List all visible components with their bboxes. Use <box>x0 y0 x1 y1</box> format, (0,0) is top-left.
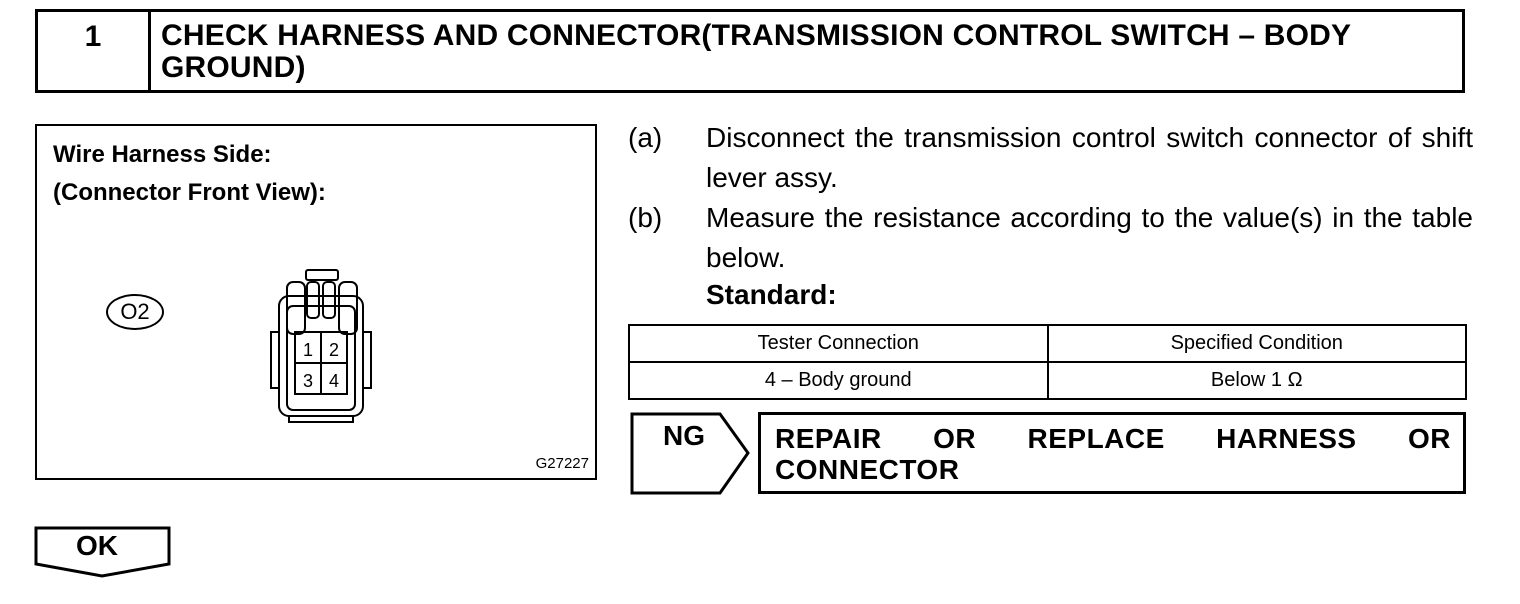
instruction-marker: (a) <box>628 122 663 153</box>
pin-label: 2 <box>329 340 339 360</box>
step-header: 1 CHECK HARNESS AND CONNECTOR(TRANSMISSI… <box>35 9 1465 93</box>
table-row: 4 – Body ground Below 1 Ω <box>628 361 1467 400</box>
instruction-b: (b) Measure the resistance according to … <box>628 198 1473 278</box>
connector-front-view-icon: 1 2 3 4 <box>270 269 372 423</box>
ok-label: OK <box>76 530 118 561</box>
step-number: 1 <box>38 12 151 90</box>
instruction-marker: (b) <box>628 202 663 233</box>
ok-arrow-icon <box>34 526 171 578</box>
instruction-a: (a) Disconnect the transmission control … <box>628 118 1473 198</box>
standard-label: Standard: <box>706 279 837 310</box>
ng-arrow-icon <box>630 412 750 495</box>
illustration-title-line1: Wire Harness Side: <box>53 141 272 168</box>
table-header-row: Tester Connection Specified Condition <box>628 324 1467 363</box>
pin-label: 4 <box>329 371 339 391</box>
table-header-cell: Specified Condition <box>1046 324 1467 363</box>
ng-action-box: REPAIR OR REPLACE HARNESS OR CONNECTOR <box>758 412 1466 494</box>
table-cell: Below 1 Ω <box>1046 361 1467 400</box>
table-header-cell: Tester Connection <box>628 324 1049 363</box>
spec-table: Tester Connection Specified Condition 4 … <box>628 324 1467 400</box>
connector-code-badge: O2 <box>106 294 164 330</box>
table-cell: 4 – Body ground <box>628 361 1049 400</box>
illustration-title-line2: (Connector Front View): <box>53 179 326 206</box>
instruction-text: Disconnect the transmission control swit… <box>706 122 1473 193</box>
connector-illustration: Wire Harness Side: (Connector Front View… <box>35 124 597 480</box>
figure-code: G27227 <box>535 455 589 472</box>
step-title: CHECK HARNESS AND CONNECTOR(TRANSMISSION… <box>161 19 1351 84</box>
pin-label: 1 <box>303 340 313 360</box>
illustration-title: Wire Harness Side: (Connector Front View… <box>53 136 326 212</box>
pin-label: 3 <box>303 371 313 391</box>
instruction-text: Measure the resistance according to the … <box>706 202 1473 273</box>
ng-label: NG <box>663 420 705 451</box>
